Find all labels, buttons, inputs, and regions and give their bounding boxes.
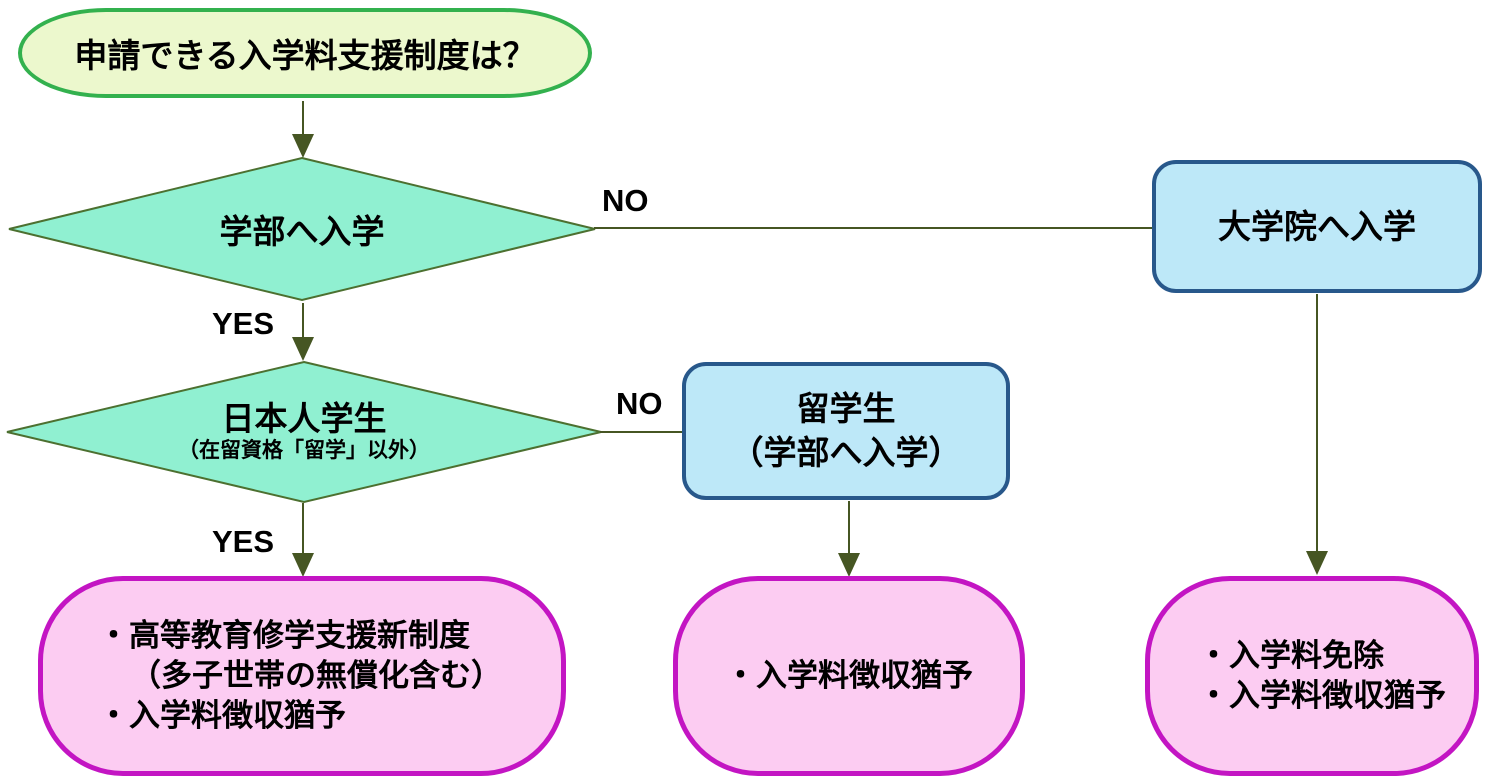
outcome1-line3: ・入学料徴収猶予	[98, 698, 346, 733]
outcome3-node: ・入学料免除 ・入学料徴収猶予	[1145, 576, 1479, 776]
connector-decision1-to-alt1	[594, 227, 1154, 229]
arrowhead-alt2-to-outcome2	[838, 553, 860, 577]
decision2-diamond	[6, 360, 602, 504]
outcome3-line1: ・入学料免除	[1198, 638, 1384, 673]
alt1-label: 大学院へ入学	[1218, 207, 1416, 245]
decision2-no-label: NO	[616, 386, 663, 421]
arrowhead-start-to-decision1	[292, 134, 314, 158]
connector-decision2-to-alt2	[600, 431, 684, 433]
connector-decision1-to-decision2	[302, 303, 304, 338]
connector-alt1-to-outcome3	[1316, 294, 1318, 552]
arrowhead-decision2-to-outcome1	[292, 553, 314, 577]
connector-start-to-decision1	[302, 101, 304, 135]
alt1-node: 大学院へ入学	[1152, 160, 1482, 293]
arrowhead-alt1-to-outcome3	[1306, 551, 1328, 575]
outcome1-line2: （多子世帯の無償化含む）	[130, 658, 502, 693]
connector-alt2-to-outcome2	[848, 501, 850, 554]
decision1-yes-label: YES	[212, 306, 275, 341]
decision1-no-label: NO	[602, 183, 649, 218]
decision1-diamond	[8, 156, 596, 302]
outcome3-line2: ・入学料徴収猶予	[1198, 678, 1446, 713]
arrowhead-decision1-to-decision2	[292, 337, 314, 361]
decision2-yes-label: YES	[212, 524, 275, 559]
outcome2-line1: ・入学料徴収猶予	[725, 658, 973, 693]
start-node: 申請できる入学料支援制度は？	[18, 8, 592, 98]
start-label: 申請できる入学料支援制度は？	[74, 37, 536, 74]
alt2-label: 留学生	[796, 390, 896, 427]
alt2-sublabel: （学部へ入学）	[730, 434, 962, 471]
alt2-node: 留学生 （学部へ入学）	[682, 362, 1010, 500]
connector-decision2-to-outcome1	[302, 503, 304, 554]
outcome1-line1: ・高等教育修学支援新制度	[98, 618, 470, 653]
outcome1-node: ・高等教育修学支援新制度 （多子世帯の無償化含む） ・入学料徴収猶予	[38, 576, 566, 776]
outcome2-node: ・入学料徴収猶予	[673, 576, 1025, 776]
